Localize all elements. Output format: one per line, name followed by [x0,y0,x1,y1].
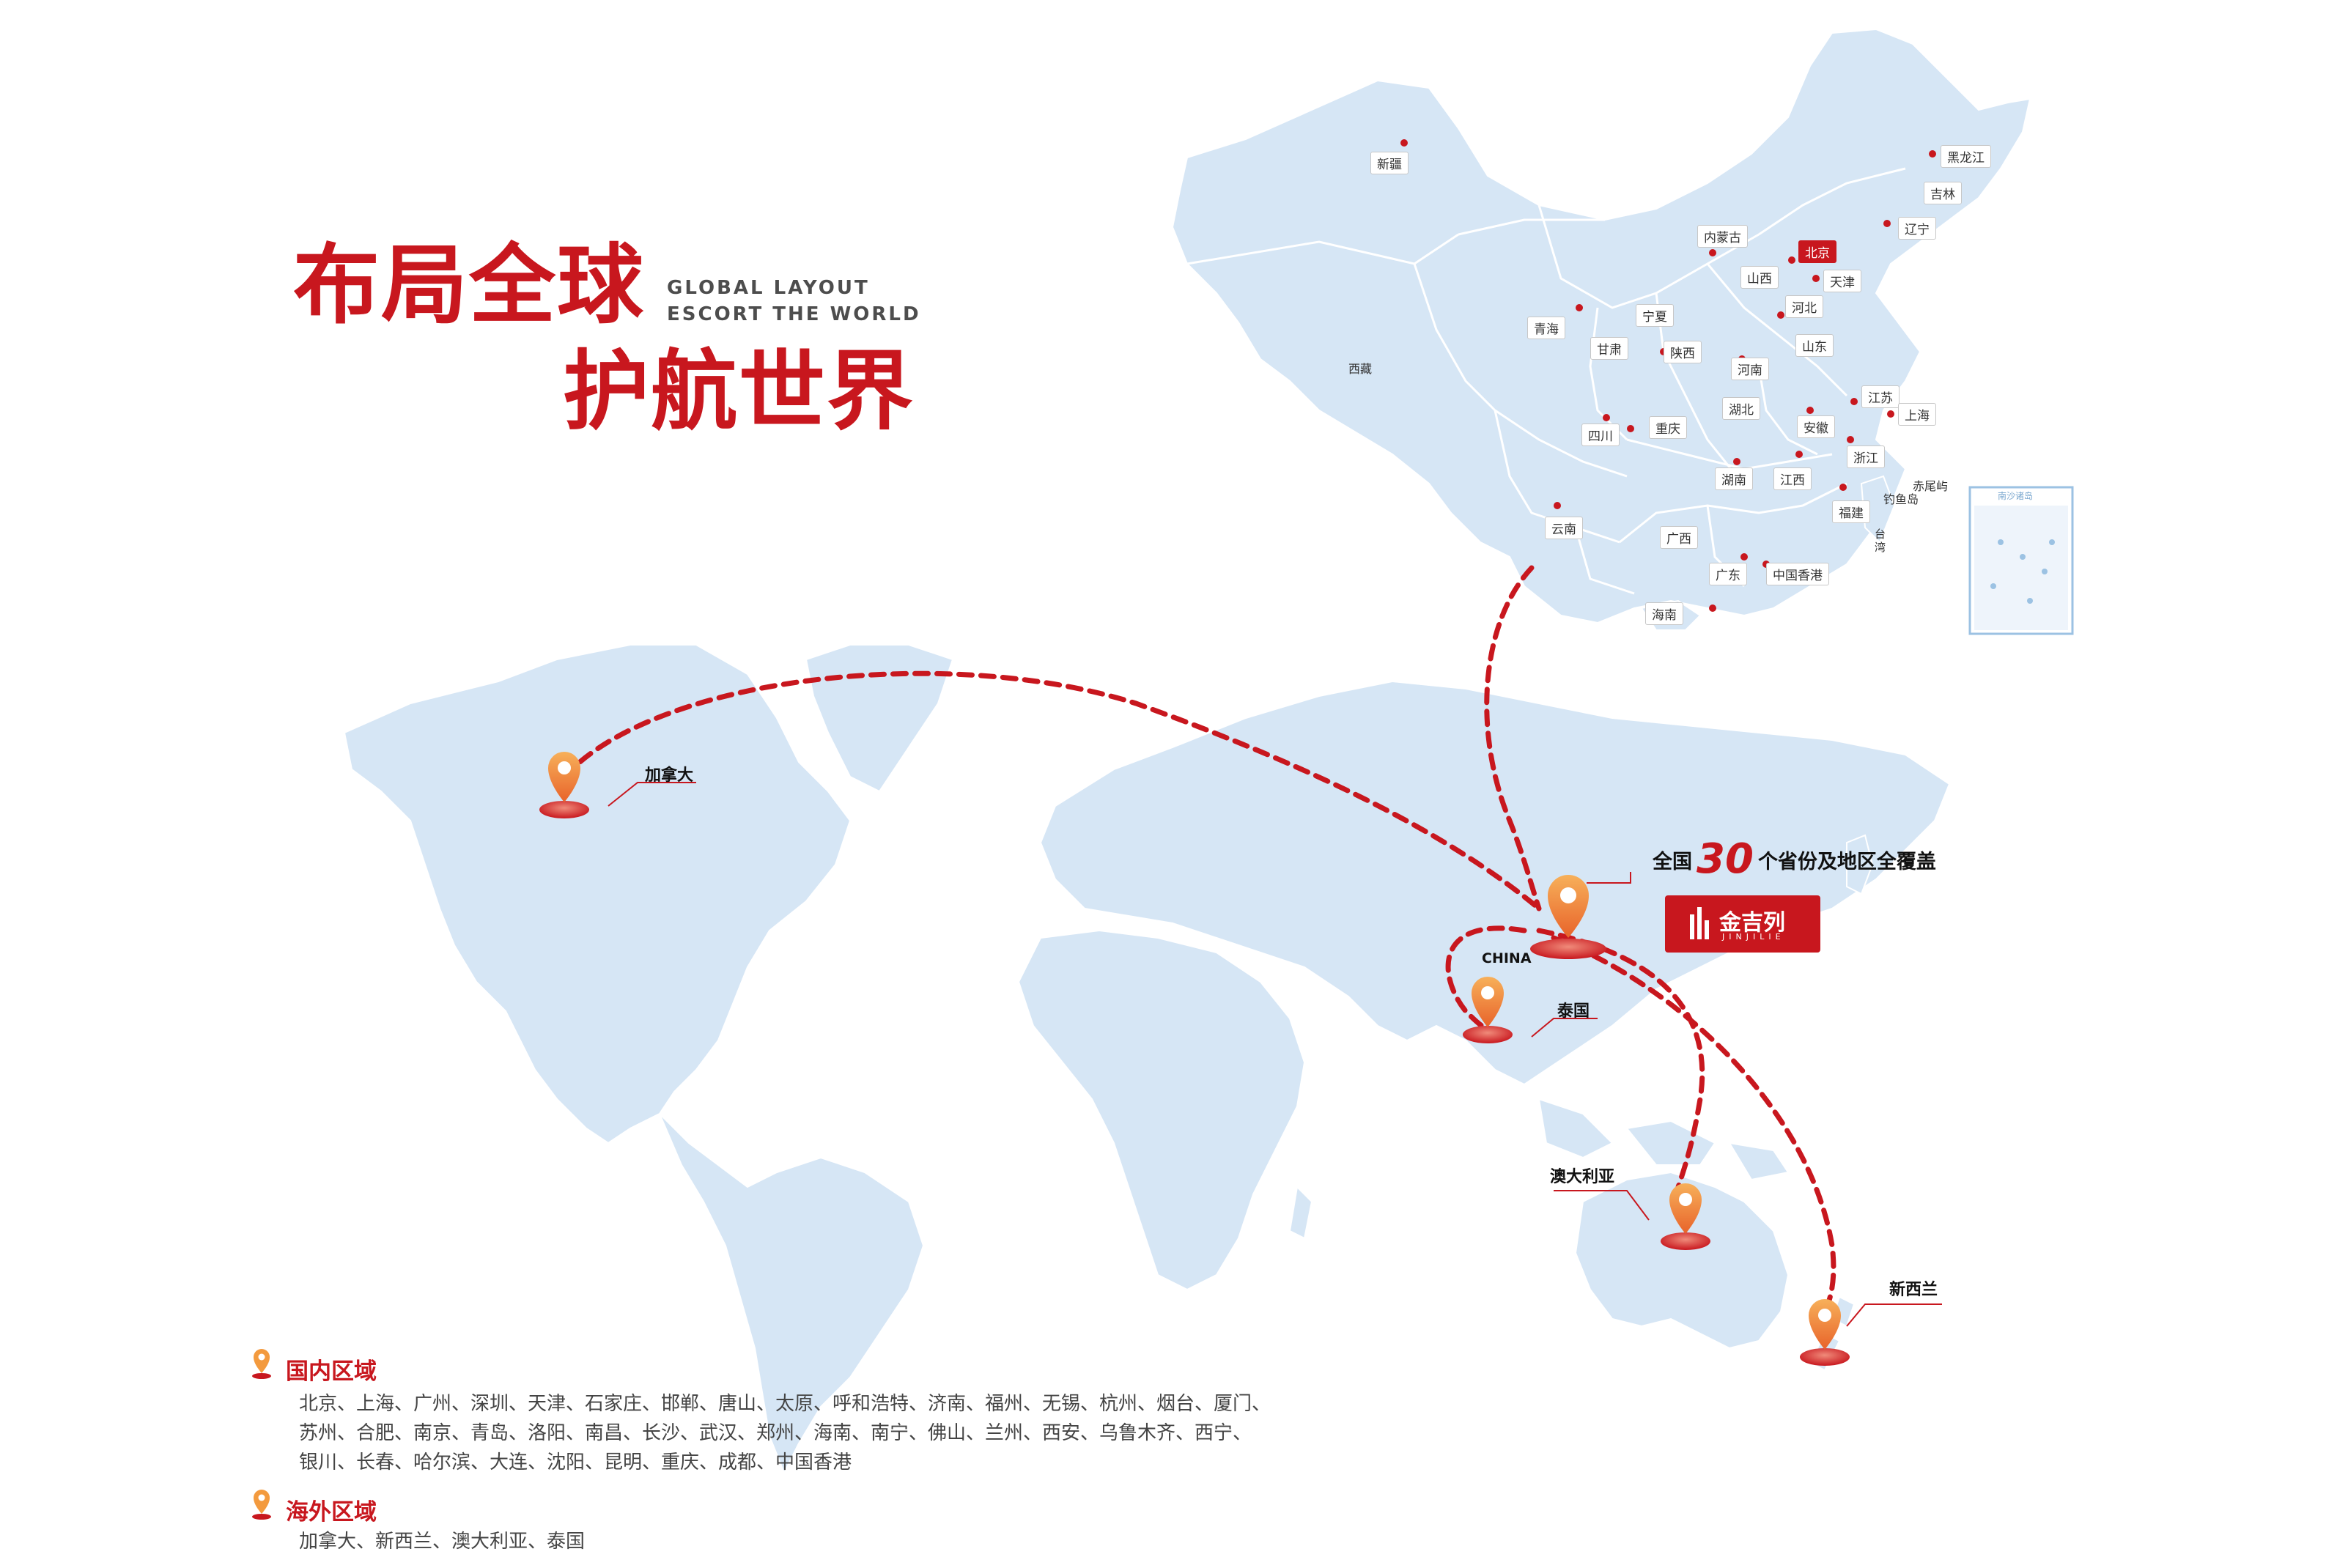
china-label: CHINA [1482,950,1532,966]
province-label-zhejiang: 浙江 [1847,445,1885,468]
title-en-line1: GLOBAL LAYOUT [667,277,870,299]
province-label-yunnan: 云南 [1545,517,1583,539]
marker-label-newzealand: 新西兰 [1889,1281,1938,1299]
coverage-number: 30 [1697,835,1754,883]
china-map [1171,28,2031,631]
coverage-prefix: 全国 [1653,851,1692,873]
brand-logo-box: 金吉列 JINJILIE [1665,895,1820,953]
marker-label-canada: 加拿大 [645,766,694,785]
province-label-neimenggu: 内蒙古 [1697,225,1748,248]
brand-pinyin: JINJILIE [1722,932,1785,942]
province-label-liaoning: 辽宁 [1898,217,1936,240]
province-label-shanghai: 上海 [1898,403,1936,426]
route-australia [1536,928,1705,1190]
province-label-jilin: 吉林 [1924,182,1962,204]
domestic-line-2: 苏州、合肥、南京、青岛、洛阳、南昌、长沙、武汉、郑州、海南、南宁、佛山、兰州、西… [299,1422,1252,1444]
province-label-xinjiang: 新疆 [1370,152,1409,174]
route-china-map [1484,565,1542,911]
province-label-guangdong: 广东 [1709,563,1747,585]
province-label-jiangsu: 江苏 [1861,385,1900,408]
province-label-chongqing: 重庆 [1649,416,1687,439]
overseas-title: 海外区域 [286,1499,377,1526]
domestic-title: 国内区域 [286,1358,377,1385]
province-label-ningxia: 宁夏 [1636,304,1674,327]
marker-label-australia: 澳大利亚 [1550,1168,1615,1186]
province-label-guangxi: 广西 [1660,526,1698,549]
label-taiwan: 台湾 [1875,528,1886,554]
province-label-hunan: 湖南 [1715,467,1753,490]
province-label-fujian: 福建 [1832,500,1870,523]
province-label-hubei: 湖北 [1722,397,1760,420]
province-label-hebei: 河北 [1785,295,1823,318]
title-cn-line1: 布局全球 [293,234,646,336]
province-label-anhui: 安徽 [1797,415,1835,438]
title-en-line2: ESCORT THE WORLD [667,303,921,325]
label-diaoyudao: 钓鱼岛 [1883,492,1919,506]
domestic-pin-icon [252,1349,271,1379]
province-label-jiangxi: 江西 [1773,467,1812,490]
pin-australia [1661,1183,1710,1250]
province-label-xizang: 西藏 [1348,362,1373,376]
nanhai-inset [1968,486,2074,635]
overseas-pin-icon [252,1490,271,1520]
province-label-beijing: 北京 [1798,240,1836,263]
label-nanhai: 南沙诸岛 [1998,491,2034,501]
overseas-line: 加拿大、新西兰、澳大利亚、泰国 [299,1531,586,1553]
coverage-suffix: 个省份及地区全覆盖 [1757,851,1936,873]
province-label-qinghai: 青海 [1527,317,1565,339]
label-chiweiyu: 赤尾屿 [1913,479,1949,493]
pin-canada [539,752,589,818]
province-label-shanxi: 山西 [1740,266,1779,289]
brand-name: 金吉列 [1719,910,1785,936]
province-label-heilongjiang: 黑龙江 [1941,145,1991,168]
pin-newzealand [1800,1299,1850,1366]
route-newzealand [1551,935,1836,1314]
province-label-hongkong: 中国香港 [1766,563,1829,585]
world-map [343,644,1951,1475]
province-label-shaanxi: 陕西 [1664,341,1702,363]
province-label-henan: 河南 [1731,358,1769,380]
route-thailand [1445,925,1527,1032]
domestic-line-3: 银川、长春、哈尔滨、大连、沈阳、昆明、重庆、成都、中国香港 [299,1451,852,1473]
title-cn-line2: 护航世界 [563,341,915,442]
pin-china [1530,875,1606,959]
brand-logo-icon [1690,907,1709,939]
route-lines [561,565,1836,1314]
leader-lines [608,782,1942,1327]
province-label-hainan: 海南 [1645,602,1683,625]
province-label-sichuan: 四川 [1581,424,1620,446]
province-label-shandong: 山东 [1795,334,1834,357]
domestic-line-1: 北京、上海、广州、深圳、天津、石家庄、邯郸、唐山、太原、呼和浩特、济南、福州、无… [299,1393,1271,1415]
pin-thailand [1463,977,1513,1043]
province-label-gansu: 甘肃 [1590,337,1628,360]
province-label-tianjin: 天津 [1823,270,1861,292]
marker-label-thailand: 泰国 [1557,1002,1590,1021]
